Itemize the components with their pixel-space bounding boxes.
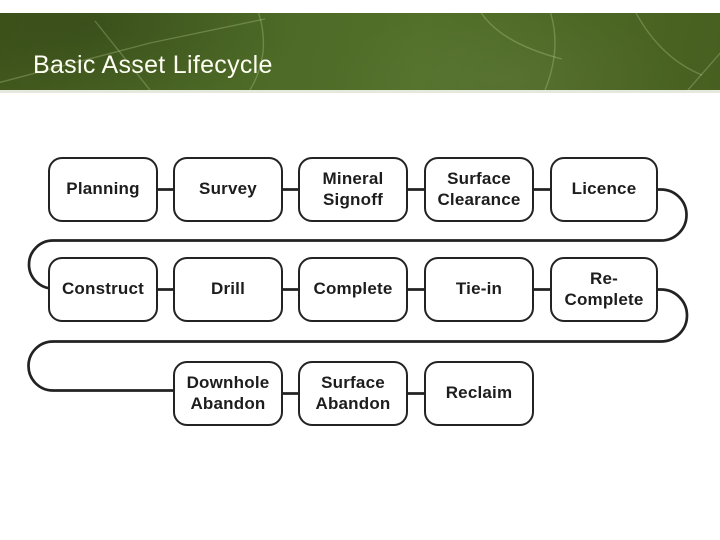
flow-node-complete: Complete [298, 257, 408, 322]
slide-title: Basic Asset Lifecycle [33, 51, 273, 79]
flow-node-surface-clearance: Surface Clearance [424, 157, 534, 222]
flow-node-licence: Licence [550, 157, 658, 222]
header-bar: Basic Asset Lifecycle [0, 13, 720, 90]
flow-node-re-complete: Re- Complete [550, 257, 658, 322]
flow-node-downhole-abandon: Downhole Abandon [173, 361, 283, 426]
flow-node-survey: Survey [173, 157, 283, 222]
wrap-recomplete-to-downhole [27, 288, 689, 392]
flow-node-mineral-signoff: Mineral Signoff [298, 157, 408, 222]
flow-node-surface-abandon: Surface Abandon [298, 361, 408, 426]
flow-node-drill: Drill [173, 257, 283, 322]
leaf-texture-graphic [0, 13, 720, 90]
wrap-licence-to-construct [27, 188, 688, 290]
flow-node-planning: Planning [48, 157, 158, 222]
flow-node-construct: Construct [48, 257, 158, 322]
header-bottom-divider [0, 90, 720, 93]
flow-node-tie-in: Tie-in [424, 257, 534, 322]
flow-node-reclaim: Reclaim [424, 361, 534, 426]
